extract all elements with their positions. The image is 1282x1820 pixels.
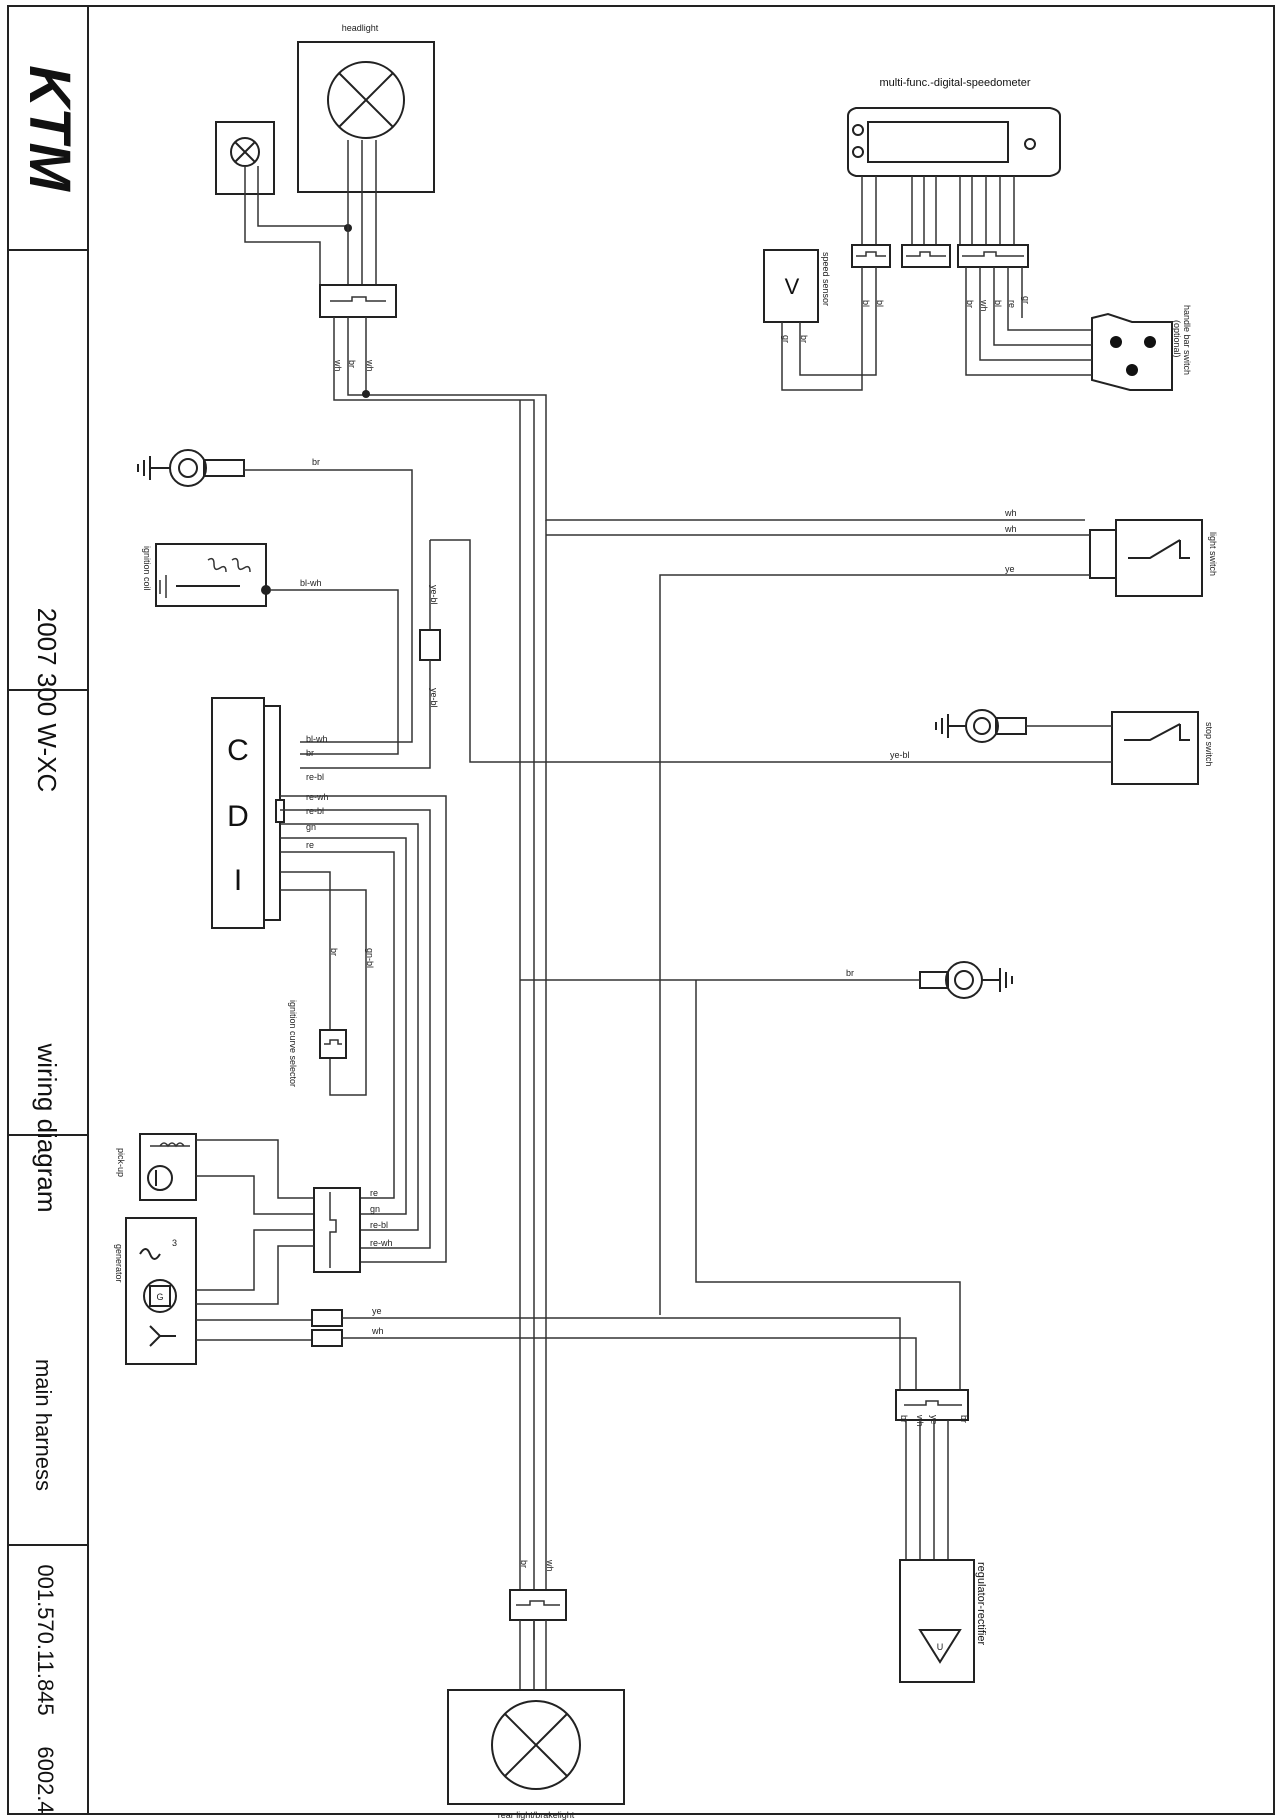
light-switch: light switch bbox=[1089, 519, 1218, 597]
wire-label: re-bl bbox=[306, 806, 324, 816]
stop-switch: stop switch bbox=[1111, 711, 1214, 785]
rear-light: rear light/brakelight bbox=[447, 1689, 625, 1820]
wire-label: KTM bbox=[17, 65, 82, 192]
subtitle: main harness bbox=[31, 1359, 56, 1491]
wire-label: bl-wh bbox=[306, 734, 328, 744]
light-switch-label: light switch bbox=[1208, 532, 1218, 576]
wire-label: bl bbox=[993, 300, 1003, 307]
speedometer-connector-2 bbox=[901, 244, 951, 268]
cdi-unit: C D I bbox=[211, 697, 285, 929]
stop-ground-terminal bbox=[935, 709, 1027, 743]
wire-label: br bbox=[899, 1415, 909, 1423]
wire-label: re bbox=[1007, 300, 1017, 308]
wire-label: (optional) bbox=[1172, 320, 1182, 358]
wire-label: ye bbox=[1005, 564, 1015, 574]
wire-label: bl bbox=[875, 300, 885, 307]
wire-label: wh bbox=[1004, 508, 1017, 518]
wire-label: C bbox=[227, 734, 249, 767]
regulator-rectifier: U regulator-rectifier bbox=[899, 1559, 987, 1683]
wire-label: gn-bl bbox=[365, 948, 375, 968]
wire-label: br bbox=[799, 335, 809, 343]
headlight-label: headlight bbox=[342, 23, 379, 33]
wire-label: gr bbox=[1021, 296, 1031, 304]
pick-up: pick-up bbox=[116, 1133, 197, 1201]
wire-label: br bbox=[959, 1415, 969, 1423]
regulator-connector bbox=[895, 1389, 969, 1421]
wire-label: br bbox=[347, 360, 357, 368]
model-title: 2007 300 W-XC bbox=[32, 608, 62, 793]
wire-label: gn bbox=[306, 822, 316, 832]
speedometer: multi-func.-digital-speedometer bbox=[847, 77, 1061, 177]
wire-label: wh bbox=[365, 359, 375, 372]
regulator-label: regulator-rectifier bbox=[975, 1562, 987, 1645]
wire-label: re-bl bbox=[370, 1220, 388, 1230]
ignition-curve-selector-label: ignition curve selector bbox=[288, 1000, 298, 1087]
ignition-curve-selector: ignition curve selector bbox=[288, 1000, 347, 1087]
speedometer-connector-1 bbox=[851, 244, 891, 268]
sheet-border bbox=[7, 5, 1275, 1815]
wire-label: wh bbox=[545, 1559, 555, 1572]
wire-label: re-wh bbox=[306, 792, 329, 802]
revision: 6002.4 bbox=[33, 1746, 58, 1813]
wire-label: gr bbox=[781, 335, 791, 343]
pickup-generator-connector bbox=[313, 1187, 361, 1273]
wire-label: wh bbox=[333, 359, 343, 372]
wire-label: wh bbox=[371, 1326, 384, 1336]
stop-switch-label: stop switch bbox=[1204, 722, 1214, 767]
wire-label: V bbox=[785, 274, 800, 299]
wire-label: U bbox=[937, 1642, 944, 1652]
wire-label: gn bbox=[370, 1204, 380, 1214]
rear-light-connector bbox=[509, 1589, 567, 1621]
wire-label: br bbox=[519, 1560, 529, 1568]
wire-label: br bbox=[329, 948, 339, 956]
wire-label: re-wh bbox=[370, 1238, 393, 1248]
wire-label: re-bl bbox=[306, 772, 324, 782]
wire-label: I bbox=[234, 864, 242, 897]
wire-label: ye bbox=[372, 1306, 382, 1316]
handlebar-switch-label: handle bar switch bbox=[1182, 305, 1192, 375]
wire-label: ye-bl bbox=[429, 688, 439, 708]
wire-label: bl-wh bbox=[300, 578, 322, 588]
headlight-connector bbox=[319, 284, 397, 318]
part-number: 001.570.11.845 bbox=[33, 1564, 58, 1715]
generator-connector-2 bbox=[311, 1329, 343, 1347]
generator: 3 G generator bbox=[114, 1217, 197, 1365]
wire-label: bl bbox=[861, 300, 871, 307]
generator-connector-1 bbox=[311, 1309, 343, 1327]
ignition-coil-label: ignition coil bbox=[142, 546, 152, 591]
inline-connector bbox=[419, 629, 441, 661]
rear-light-label: rear light/brakelight bbox=[498, 1810, 575, 1820]
doc-type: wiring diagram bbox=[32, 1042, 62, 1212]
wire-label: br bbox=[846, 968, 854, 978]
wire-label: ye-bl bbox=[429, 585, 439, 605]
handlebar-switch: handle bar switch (optional) bbox=[1091, 305, 1192, 391]
headlight: headlight bbox=[297, 23, 435, 193]
speed-sensor-label: speed sensor bbox=[821, 252, 831, 306]
wire-label: G bbox=[156, 1292, 163, 1302]
wire-label: 3 bbox=[172, 1238, 177, 1248]
generator-label: generator bbox=[114, 1244, 124, 1283]
speedometer-label: multi-func.-digital-speedometer bbox=[879, 77, 1030, 89]
wire-label: re bbox=[370, 1188, 378, 1198]
wire-label: wh bbox=[1004, 524, 1017, 534]
brand-logo: KTM bbox=[17, 65, 82, 192]
speed-sensor: V speed sensor bbox=[763, 249, 831, 323]
pick-up-label: pick-up bbox=[116, 1148, 126, 1177]
wire-label: br bbox=[306, 748, 314, 758]
wire-label: br bbox=[312, 457, 320, 467]
top-ground-terminal bbox=[137, 449, 245, 487]
wire-label: re bbox=[306, 840, 314, 850]
wire-label: ye bbox=[929, 1415, 939, 1425]
ignition-coil: ignition coil bbox=[142, 543, 267, 607]
speedometer-connector-3 bbox=[957, 244, 1029, 268]
wire-label: br bbox=[965, 300, 975, 308]
wire-label: D bbox=[227, 800, 249, 833]
wire-label: wh bbox=[979, 299, 989, 312]
wire-label: ye-bl bbox=[890, 750, 910, 760]
mid-ground-terminal bbox=[919, 961, 1013, 999]
